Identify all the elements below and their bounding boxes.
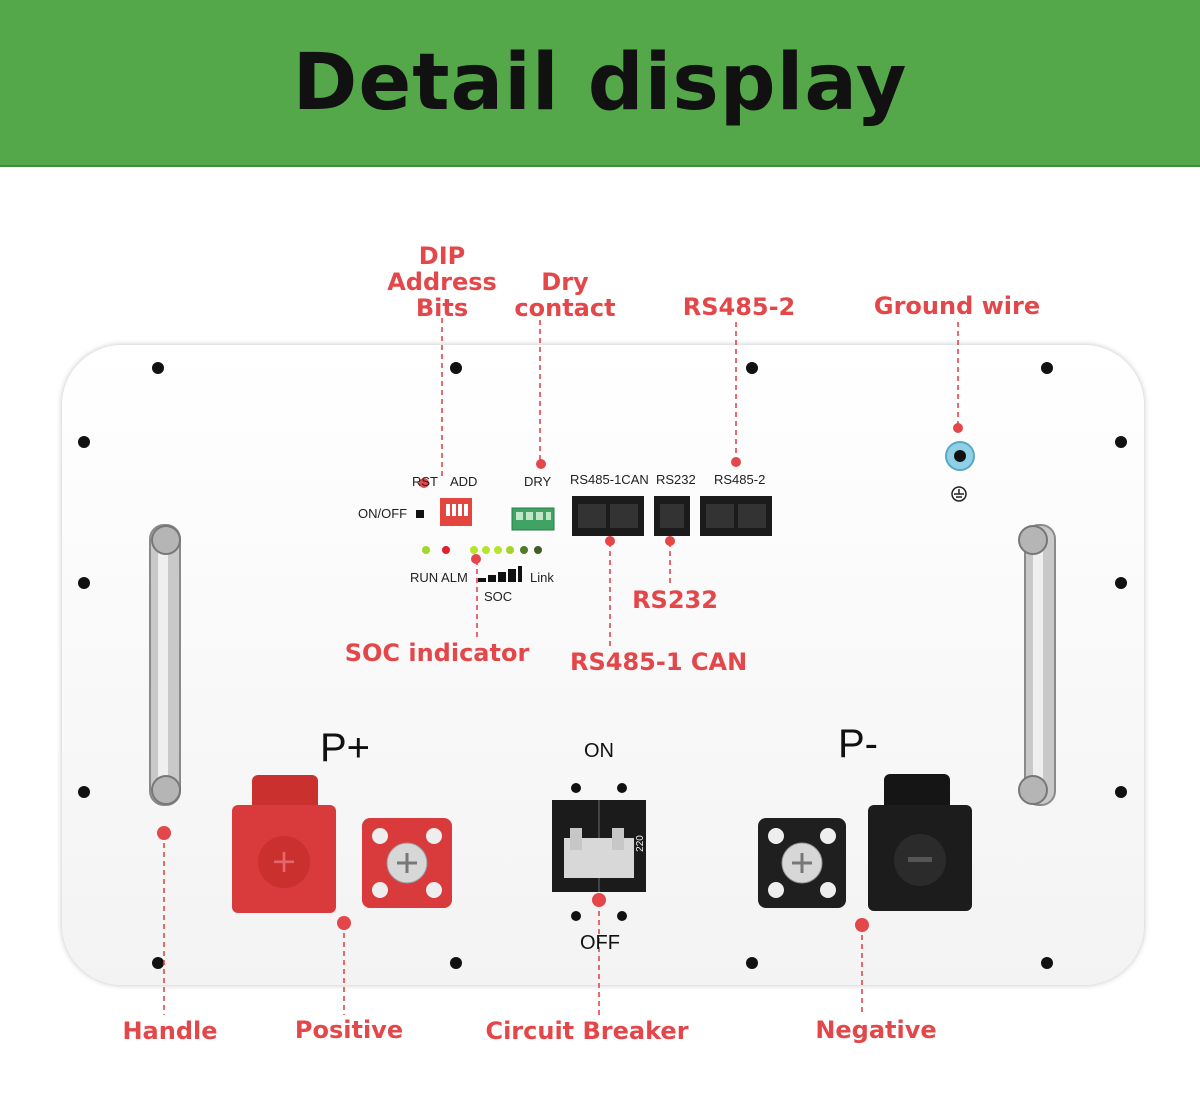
callout-lines — [163, 318, 959, 1015]
breaker-mount-dots — [571, 783, 627, 921]
positive-connector[interactable]: + — [232, 775, 336, 913]
callout-dip-address-bits: DIP Address Bits — [372, 243, 512, 321]
callout-rs485-2: RS485-2 — [682, 293, 796, 321]
callout-ground-wire: Ground wire — [873, 292, 1041, 320]
mounting-holes — [78, 362, 1127, 969]
ground-symbol-icon — [951, 486, 967, 502]
dry-contact-terminal[interactable] — [511, 507, 555, 531]
positive-symbol: P+ — [320, 726, 371, 770]
breaker-rating: 220 — [634, 835, 646, 852]
run-alm-label: RUN ALM — [410, 570, 468, 585]
callout-dip-line2: Address — [387, 268, 497, 296]
callout-negative: Negative — [815, 1016, 937, 1044]
rs485-2-label: RS485-2 — [714, 472, 766, 487]
callout-circuit-breaker: Circuit Breaker — [485, 1017, 689, 1045]
right-handle[interactable] — [1018, 524, 1056, 806]
callout-dry-line1: Dry — [541, 268, 589, 296]
callout-positive: Positive — [294, 1016, 404, 1044]
rs232-label: RS232 — [656, 472, 696, 487]
callout-dip-line3: Bits — [415, 294, 469, 322]
left-handle[interactable] — [149, 524, 181, 806]
callout-rs232: RS232 — [632, 586, 718, 614]
callout-rs485-1-can: RS485-1 CAN — [570, 648, 748, 676]
status-leds — [422, 546, 542, 554]
rs485-2-port[interactable] — [700, 496, 772, 536]
circuit-breaker[interactable] — [552, 800, 646, 892]
rs485-1can-port[interactable] — [572, 496, 644, 536]
ground-terminal[interactable] — [945, 441, 975, 471]
header-banner: Detail display — [0, 0, 1200, 167]
negative-terminal[interactable] — [758, 818, 846, 908]
link-label: Link — [530, 570, 554, 585]
callout-dip-line1: DIP — [418, 242, 466, 270]
rs485-1can-label: RS485-1CAN — [570, 472, 649, 487]
onoff-label: ON/OFF — [358, 506, 408, 521]
negative-connector[interactable] — [868, 774, 972, 911]
power-button-icon[interactable] — [416, 510, 424, 518]
rs232-port[interactable] — [654, 496, 690, 536]
breaker-off-label: OFF — [580, 932, 620, 954]
dip-switch[interactable] — [440, 498, 472, 526]
breaker-on-label: ON — [584, 740, 614, 762]
add-label: ADD — [450, 474, 478, 489]
callout-dry-line2: contact — [514, 294, 616, 322]
negative-symbol: P- — [838, 722, 878, 766]
page-title: Detail display — [292, 37, 908, 128]
soc-label: SOC — [484, 589, 513, 604]
svg-text:+: + — [271, 842, 298, 880]
callout-soc-indicator: SOC indicator — [344, 639, 530, 667]
callout-markers — [157, 423, 963, 932]
callout-handle: Handle — [122, 1017, 218, 1045]
dry-label: DRY — [524, 474, 552, 489]
positive-terminal[interactable] — [362, 818, 452, 908]
rst-label: RST — [412, 474, 438, 489]
callout-dry-contact: Dry contact — [500, 269, 630, 321]
soc-bars-icon — [478, 566, 522, 582]
